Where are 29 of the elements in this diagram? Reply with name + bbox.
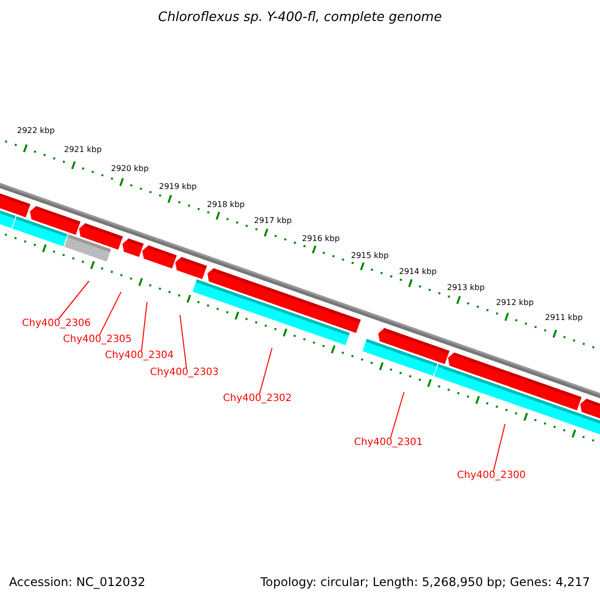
leader-line [259,348,272,394]
gene-label: Chy400_2300 [457,470,526,481]
scale-label: 2919 kbp [159,182,197,191]
scale-label: 2915 kbp [351,251,389,260]
gene-label: Chy400_2303 [150,367,219,378]
title: Chloroflexus sp. Y-400-fl, complete genome [157,10,443,25]
scale-label: 2914 kbp [399,267,437,276]
gene-label: Chy400_2306 [22,318,91,329]
leader-line [180,314,187,368]
leader-line [58,280,90,320]
gene-label: Chy400_2304 [105,350,174,361]
scale-label: 2920 kbp [111,164,149,173]
gene-label: Chy400_2305 [63,334,132,345]
leader-line [493,424,506,472]
leader-line [99,292,122,336]
scale-label: 2918 kbp [207,200,245,209]
scale-label: 2912 kbp [496,298,534,307]
genome-summary-note: Topology: circular; Length: 5,268,950 bp; Genes: 4,217 [260,575,590,589]
leader-line [141,302,148,352]
scale-label: 2921 kbp [64,145,102,154]
gene-label: Chy400_2301 [354,437,423,448]
scale-label: 2916 kbp [302,234,340,243]
scale-label: 2911 kbp [545,313,583,322]
accession-note: Accession: NC_012032 [9,575,146,589]
scale-label: 2922 kbp [17,126,55,135]
scale-label: 2913 kbp [447,283,485,292]
scale-label: 2917 kbp [254,216,292,225]
leader-line [390,392,404,438]
gene-label: Chy400_2302 [223,393,292,404]
